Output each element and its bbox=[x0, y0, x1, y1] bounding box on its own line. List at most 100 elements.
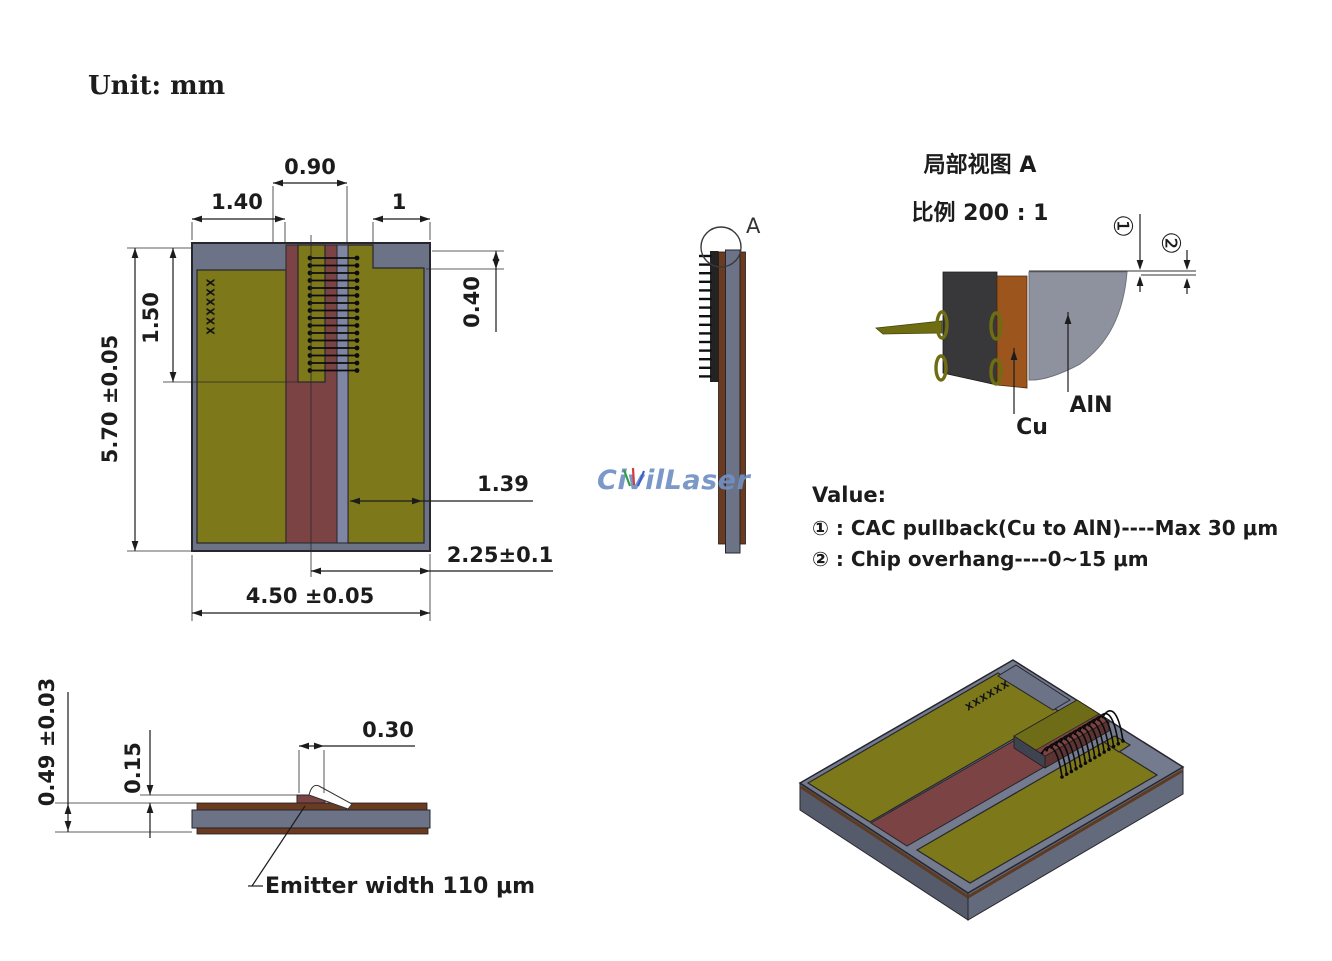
isometric-view: XXXXXX bbox=[798, 659, 1185, 921]
wire-bond-foot bbox=[354, 360, 360, 366]
wire-loop-3d bbox=[1069, 729, 1091, 761]
detail-view-a: 局部视图 A 比例 200 : 1 ① ② Cu AlN bbox=[875, 152, 1196, 440]
wire-bond-foot bbox=[307, 323, 313, 328]
wire-bond-foot bbox=[307, 255, 313, 261]
dim-arrowhead bbox=[275, 215, 285, 223]
wire-foot-3d bbox=[1074, 766, 1078, 771]
aln-label: AlN bbox=[1070, 393, 1113, 418]
wire-loop-3d bbox=[1055, 737, 1077, 769]
detail-circle bbox=[700, 226, 742, 268]
dim-arrowhead bbox=[146, 785, 154, 795]
dim-1: 1 bbox=[392, 190, 407, 214]
wire-bond-foot bbox=[307, 308, 313, 313]
wire-bond-foot bbox=[307, 293, 313, 298]
cu-label: Cu bbox=[1016, 415, 1048, 440]
dim-0_30: 0.30 bbox=[362, 718, 414, 742]
dim-arrowhead bbox=[192, 215, 202, 223]
wire-loop-3d bbox=[1088, 718, 1110, 750]
dim-arrowhead bbox=[273, 179, 283, 187]
dim-arrowhead bbox=[314, 742, 324, 750]
wire-loop-3d bbox=[1097, 712, 1120, 744]
wire-foot-3d bbox=[1083, 761, 1088, 765]
wire-foot-3d bbox=[1064, 772, 1069, 777]
wire-foot-3d bbox=[1069, 769, 1074, 774]
wire-bond-foot bbox=[307, 338, 313, 343]
wire-bond-foot bbox=[354, 368, 360, 373]
dim-0_15: 0.15 bbox=[121, 742, 145, 794]
dimension-arrowheads bbox=[64, 179, 1191, 831]
dim-arrowhead bbox=[64, 804, 72, 814]
wire-bond-foot bbox=[307, 330, 313, 336]
wire-bond-foot bbox=[354, 345, 360, 351]
chip-marking: XXXXXX bbox=[206, 277, 218, 335]
dim-arrowhead bbox=[1064, 314, 1072, 324]
wire-bond-foot bbox=[307, 278, 313, 283]
dim-arrowhead bbox=[412, 497, 422, 505]
dim-arrowhead bbox=[373, 215, 383, 223]
wire-foot-3d bbox=[1111, 744, 1116, 749]
wire-bond-foot bbox=[307, 345, 313, 351]
wire-loop-3d bbox=[1078, 723, 1101, 755]
wire-bond-foot bbox=[354, 308, 360, 313]
dim-arrowhead bbox=[1010, 350, 1018, 360]
emitter-width-label: Emitter width 110 μm bbox=[265, 874, 535, 899]
wire-bond-foot bbox=[307, 360, 313, 366]
wire-loop-3d bbox=[1045, 743, 1068, 775]
dim-0_49: 0.49 ±0.03 bbox=[35, 678, 59, 807]
copper-edge-line bbox=[967, 769, 1183, 899]
wire-loop bbox=[935, 310, 949, 340]
wire-foot-3d bbox=[1121, 739, 1125, 743]
dim-arrowhead bbox=[169, 372, 177, 382]
value-heading: Value: bbox=[812, 483, 886, 507]
wire-bond-foot bbox=[354, 278, 360, 283]
dim-arrowhead bbox=[350, 497, 360, 505]
laser-chip-strip bbox=[336, 244, 349, 544]
dim-arrowhead bbox=[1136, 276, 1144, 286]
dim-5_70: 5.70 ±0.05 bbox=[98, 335, 122, 464]
gold-insert bbox=[297, 244, 326, 383]
dim-arrowhead bbox=[299, 742, 309, 750]
aln-wedge bbox=[1028, 271, 1128, 381]
wire-bond-foot bbox=[307, 300, 313, 306]
dim-arrowhead bbox=[131, 541, 139, 551]
bottom-view-dimensions bbox=[55, 692, 415, 887]
front-wire-bonds bbox=[307, 255, 360, 373]
dim-4_50: 4.50 ±0.05 bbox=[246, 584, 375, 608]
dim-arrowhead bbox=[169, 248, 177, 258]
wire-foot-3d bbox=[1060, 775, 1064, 779]
wire-bond-foot bbox=[354, 330, 360, 336]
dim-arrowhead bbox=[420, 567, 430, 575]
wire-bond-foot bbox=[307, 315, 313, 321]
side-view: A bbox=[699, 214, 761, 554]
wire-bond-foot bbox=[354, 300, 360, 306]
logo-ray-blue bbox=[636, 470, 646, 487]
wire-loop-3d bbox=[1074, 726, 1096, 758]
aln-bar bbox=[191, 809, 431, 829]
dim-arrowhead bbox=[492, 259, 500, 269]
value-notes: Value: ① : CAC pullback(Cu to AlN)----Ma… bbox=[812, 483, 1278, 571]
chip-block bbox=[942, 271, 998, 386]
wire-bond-foot bbox=[354, 263, 360, 268]
copper-top-layer bbox=[196, 802, 428, 811]
wire-loop-3d bbox=[1102, 709, 1124, 742]
callout-1: ① bbox=[1107, 214, 1137, 237]
dim-1_39: 1.39 bbox=[477, 472, 529, 496]
wire-loop bbox=[989, 311, 1003, 341]
wire-loop-3d bbox=[1064, 732, 1087, 764]
wire-foot-3d bbox=[1107, 747, 1111, 752]
wire-bond-foot bbox=[354, 353, 360, 358]
dim-0_40: 0.40 bbox=[460, 276, 484, 328]
wire-foot-3d bbox=[1088, 758, 1092, 763]
cu-layer bbox=[996, 275, 1028, 389]
wire-bond-foot bbox=[354, 285, 360, 291]
wire-loop-3d bbox=[1083, 721, 1106, 753]
value-item-1: ① : CAC pullback(Cu to AlN)----Max 30 μm bbox=[812, 516, 1278, 540]
wire-bond-foot bbox=[354, 270, 360, 276]
wire-bond-foot bbox=[307, 353, 313, 358]
detail-scale: 比例 200 : 1 bbox=[911, 201, 1048, 226]
dim-arrowhead bbox=[420, 609, 430, 617]
wire-foot-3d bbox=[1116, 741, 1121, 746]
laser-chip-side bbox=[710, 251, 719, 382]
